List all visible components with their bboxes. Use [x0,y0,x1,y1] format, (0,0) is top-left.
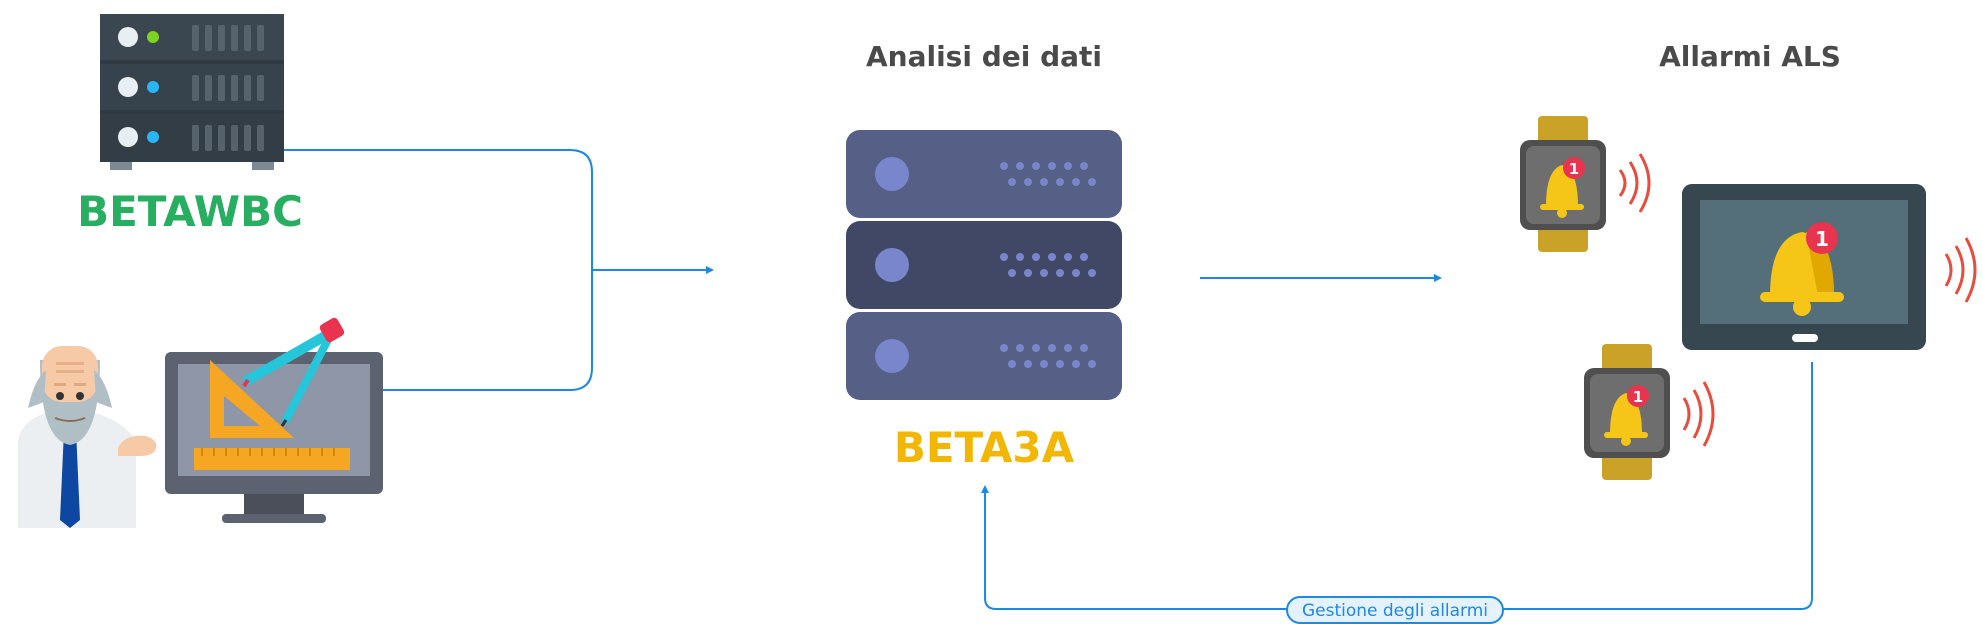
tablet: 1 [1682,184,1977,350]
server-rack-icon [100,14,284,170]
svg-text:1: 1 [1569,160,1579,178]
beta3a-label: BETA3A [894,423,1075,472]
alarms-title: Allarmi ALS [1659,40,1841,73]
analysis-title: Analisi dei dati [866,40,1102,73]
signal-wave-icon [1944,237,1977,303]
signal-wave-icon [1682,381,1715,447]
input-connector [284,149,714,391]
notification-badge: 1 [1627,385,1649,407]
svg-text:1: 1 [1815,227,1829,251]
design-monitor-icon [165,317,383,523]
notification-badge: 1 [1806,222,1838,254]
server-stack-icon [846,130,1122,400]
betawbc-label: BETAWBC [77,187,303,236]
smartwatch-top: 1 [1520,116,1651,252]
scientist-icon [18,346,157,528]
feedback-label-pill: Gestione degli allarmi [1286,596,1504,624]
notification-badge: 1 [1563,157,1585,179]
feedback-label: Gestione degli allarmi [1302,601,1488,621]
svg-text:1: 1 [1633,388,1643,406]
smartwatch-bottom: 1 [1584,344,1715,480]
signal-wave-icon [1618,153,1651,213]
